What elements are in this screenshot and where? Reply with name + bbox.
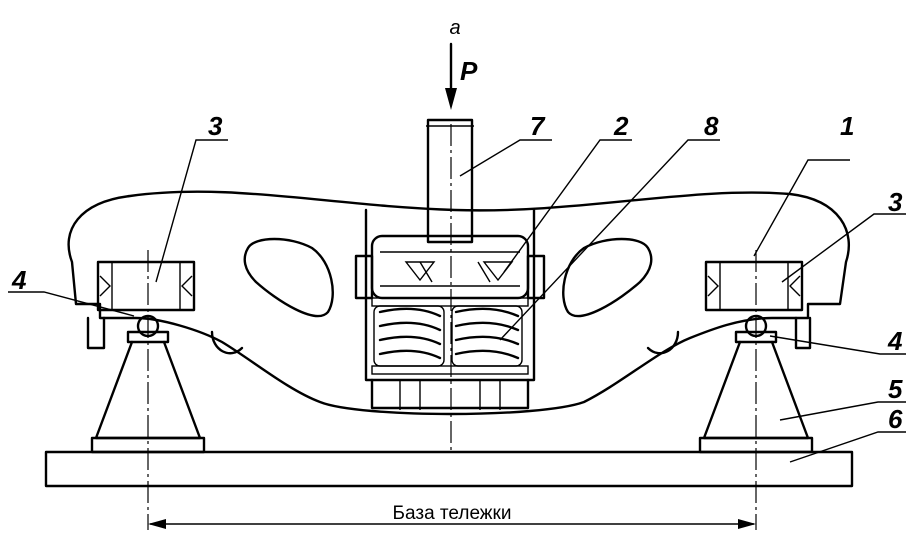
axle-box-right [704,260,804,312]
callout-1: 1 [840,111,854,141]
frame-window-left [243,237,334,318]
frame-hook-right [646,330,680,355]
callout-4-left: 4 [11,265,27,295]
axle-box-left [96,260,196,312]
callout-5: 5 [888,374,903,404]
frame-window-right [562,237,653,318]
callout-6: 6 [888,404,903,434]
wedge-left [354,254,374,300]
dimension-line [148,519,756,529]
press-ram [426,118,474,244]
callout-3-right: 3 [888,187,903,217]
load-arrow [445,42,457,110]
spring-plank [370,378,530,410]
callout-3-left: 3 [208,111,223,141]
frame-tab-left [86,316,106,350]
base-plate [44,450,854,488]
callout-8: 8 [704,111,719,141]
callout-7: 7 [530,111,546,141]
side-frame [67,190,851,416]
dimension-label: База тележки [393,503,512,524]
leader-lines [8,139,906,463]
callout-2: 2 [613,111,629,141]
wedge-right [526,254,546,300]
subfigure-label: а [449,17,460,39]
frame-tab-right [794,316,812,350]
frame-hook-left [210,330,244,355]
spring-set [371,297,529,375]
callout-4-right: 4 [887,326,903,356]
bolster [370,234,530,300]
load-label: P [460,56,478,86]
bolster-opening [364,208,536,382]
